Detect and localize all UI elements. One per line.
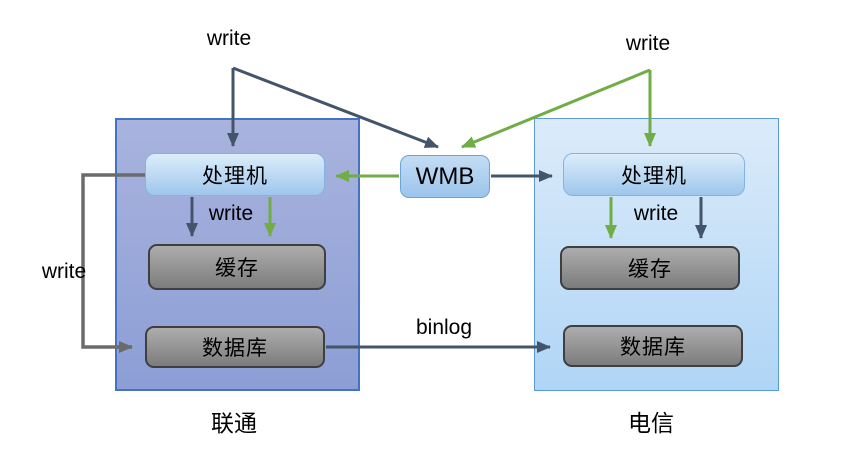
unicom-cache-node: 缓存 xyxy=(148,244,326,290)
write-label-outer-left: write xyxy=(41,260,87,283)
wmb-node: WMB xyxy=(400,155,490,198)
telecom-panel-title: 电信 xyxy=(628,411,674,436)
write-label-telecom-inner: write xyxy=(633,202,679,225)
unicom-database-node: 数据库 xyxy=(145,326,325,368)
unicom-processor-node: 处理机 xyxy=(145,153,325,196)
unicom-panel-title: 联通 xyxy=(211,411,257,436)
telecom-processor-node: 处理机 xyxy=(563,153,745,196)
write-label-top-right: write xyxy=(625,32,671,55)
telecom-cache-node: 缓存 xyxy=(560,246,740,290)
write-label-top-left: write xyxy=(206,27,252,50)
binlog-label: binlog xyxy=(415,316,473,339)
telecom-database-node: 数据库 xyxy=(563,325,743,367)
write-label-unicom-inner: write xyxy=(208,202,254,225)
